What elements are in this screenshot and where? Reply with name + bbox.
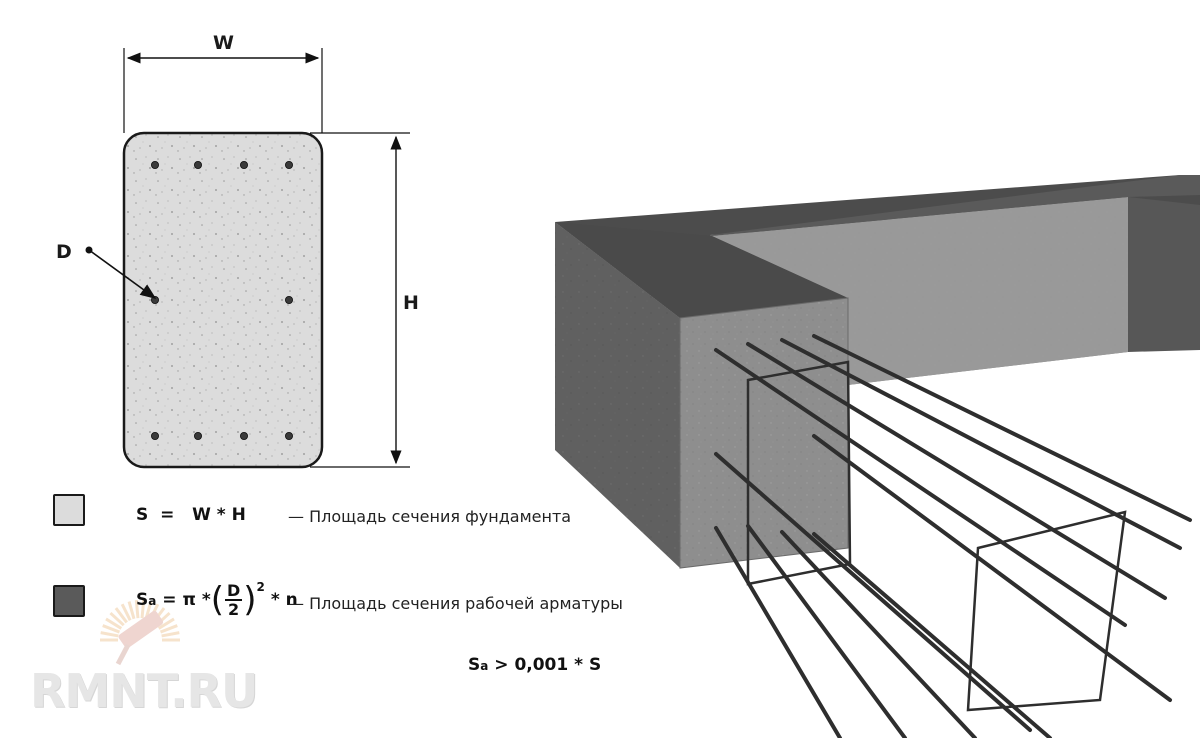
rebar-cage	[714, 334, 1192, 738]
sunburst-ray	[157, 617, 175, 630]
width-dimension	[123, 48, 323, 133]
fraction-numerator: D	[224, 581, 243, 601]
section-area-lhs: S	[136, 505, 149, 525]
rebar-dots	[150, 160, 293, 440]
sunburst-ray	[161, 631, 180, 638]
condition-rhs: > 0,001 * S	[494, 655, 602, 675]
sunburst-ray	[134, 600, 140, 619]
watermark-text: RMNT.RU	[30, 664, 258, 718]
cut-face	[679, 297, 849, 569]
foundation-3d	[555, 175, 1200, 569]
section-area-description: — Площадь сечения фундамента	[288, 507, 572, 526]
paren-open: (	[210, 580, 224, 620]
rebar-area-tail: * n	[270, 590, 298, 610]
rebar-area-sub: a	[148, 594, 157, 608]
rebar-dot	[284, 295, 293, 304]
sunburst-ray	[120, 603, 132, 621]
width-label: W	[213, 32, 234, 54]
sunburst-ray	[102, 624, 121, 634]
paren-close: )	[243, 580, 257, 620]
equals-sign: =	[154, 505, 187, 525]
condition-lhs: S	[468, 655, 481, 675]
condition-formula: Sa > 0,001 * S	[468, 655, 601, 675]
rebar-dot	[193, 160, 202, 169]
section-area-rhs: W * H	[192, 505, 246, 525]
height-label: H	[403, 292, 419, 314]
wall-side	[555, 222, 680, 568]
height-dimension	[310, 132, 410, 468]
fraction-denominator: 2	[228, 600, 240, 619]
diameter-label: D	[56, 241, 72, 263]
concrete-swatch	[53, 494, 85, 526]
sunburst-ray	[144, 601, 153, 620]
rebar-area-pi: π *	[182, 590, 211, 610]
rebar-dot	[150, 431, 159, 440]
sunburst-ray	[152, 607, 166, 624]
rebar-dot	[239, 160, 248, 169]
rebar-dot	[193, 431, 202, 440]
diameter-leader	[85, 246, 157, 299]
sunburst-ray	[140, 600, 146, 619]
sunburst-ray	[105, 617, 123, 630]
rebar-area-description: — Площадь сечения рабочей арматуры	[288, 594, 623, 613]
equals-sign-2: =	[162, 590, 177, 610]
rebar-area-lhs: S	[136, 590, 149, 610]
sunburst-ray	[114, 607, 128, 624]
cross-section	[122, 131, 324, 469]
rebar-dot	[284, 431, 293, 440]
section-concrete	[122, 131, 324, 469]
sunburst-ray	[159, 624, 178, 634]
condition-sub: a	[480, 659, 489, 673]
sunburst-ray	[127, 601, 136, 620]
sunburst-ray	[148, 603, 160, 621]
rebar-dot	[284, 160, 293, 169]
sunburst-ray	[155, 611, 171, 627]
watermark-logo-icon	[100, 600, 180, 666]
sunburst-ray	[100, 631, 119, 638]
rebar-dot	[239, 431, 248, 440]
rebar-swatch	[53, 585, 85, 617]
rebar-dot	[150, 160, 159, 169]
right-wall	[1128, 197, 1200, 352]
sunburst-ray	[109, 611, 125, 627]
exponent: 2	[256, 580, 265, 594]
section-area-formula: S = W * H	[136, 505, 246, 525]
